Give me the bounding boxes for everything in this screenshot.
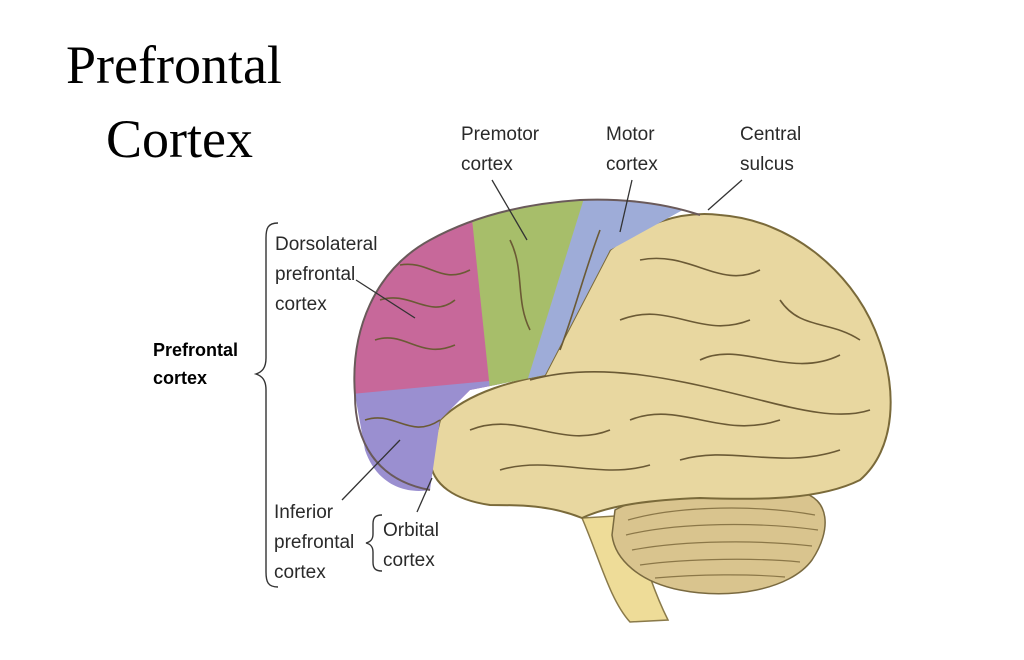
page-title-line-2: Cortex [106,109,253,169]
prefrontal-bracket [253,222,279,588]
orbital-bracket [365,514,383,572]
page-title-line-1: Prefrontal [66,35,282,95]
gyri-lines [364,229,871,471]
premotor-region [470,200,590,390]
motor-region [525,199,700,388]
leader-lines [341,179,743,513]
cerebellum-folia [625,507,819,579]
